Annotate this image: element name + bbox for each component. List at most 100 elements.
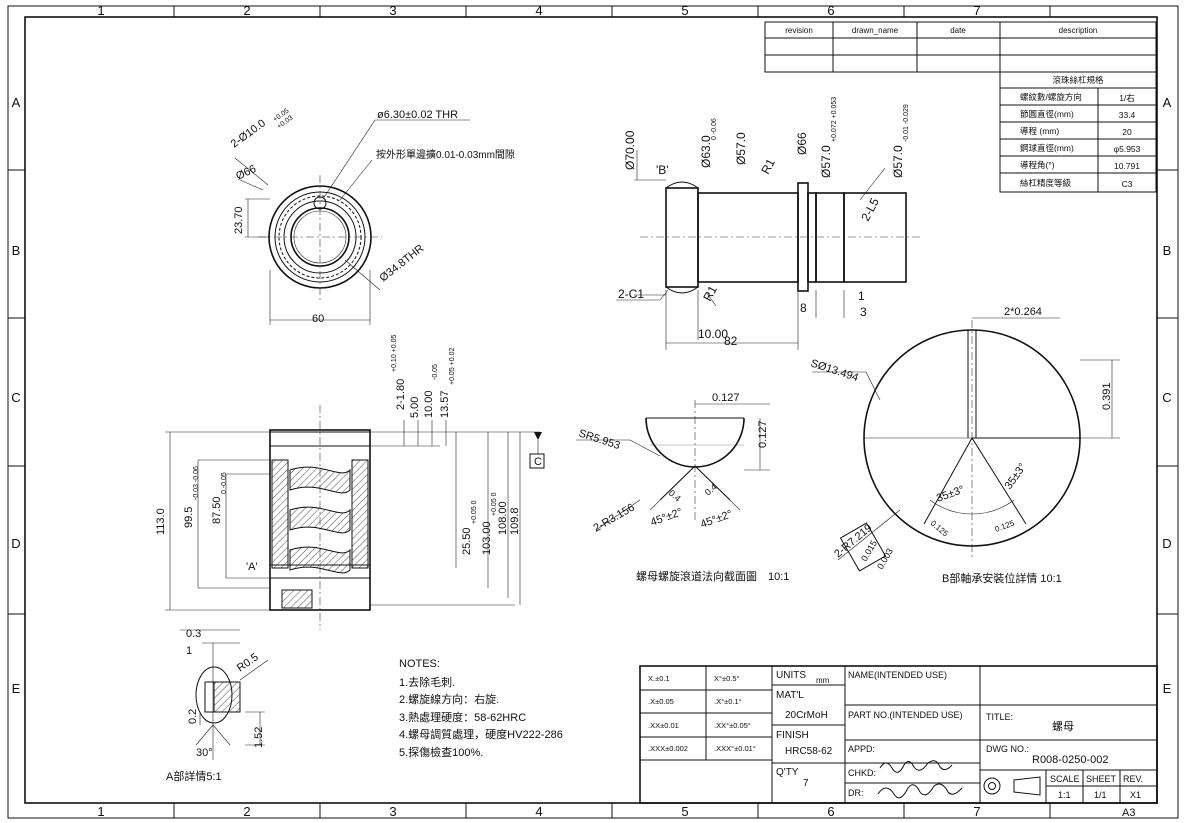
- detail-r05: R0.5: [235, 651, 261, 674]
- note-2: 2.螺旋線方向：右旋.: [399, 692, 499, 706]
- detail-d02: 0.2: [187, 709, 199, 724]
- tol-2-0: .XX±0.01: [648, 721, 679, 730]
- row-label-d-right: D: [1162, 536, 1171, 551]
- bearing-a35a: 35±3°: [935, 484, 966, 505]
- col-label-3: 3: [389, 3, 396, 18]
- part-label: PART NO.(INTENDED USE): [848, 710, 963, 720]
- col-label-5-bottom: 5: [681, 804, 688, 819]
- col-label-1-bottom: 1: [97, 804, 104, 819]
- title-value: 螺母: [1052, 720, 1074, 733]
- rev-header-description: description: [1059, 26, 1098, 35]
- qty-value: 7: [803, 778, 809, 789]
- side-len1: 1: [858, 289, 865, 303]
- revision-table: revision drawn_name date description: [764, 21, 1157, 73]
- detail-d152: 1.52: [253, 727, 265, 748]
- drawing-frame: 1 2 3 4 5 6 7 1 2 3 4 5 6 7 A B C D E A …: [7, 3, 1179, 819]
- row-label-e-right: E: [1163, 681, 1172, 696]
- col-label-2: 2: [243, 3, 250, 18]
- spec-title: 滾珠絲杠規格: [1052, 75, 1104, 85]
- rev-label: REV.: [1123, 774, 1143, 784]
- sec-d180: 2-1.80: [395, 379, 407, 410]
- col-label-4: 4: [535, 3, 542, 18]
- end-width: 60: [312, 313, 324, 325]
- row-label-a-right: A: [1163, 95, 1172, 110]
- col-label-6: 6: [827, 3, 834, 18]
- matl-label: MAT'L: [776, 690, 804, 701]
- spec-value-2: 20: [1122, 127, 1132, 137]
- bearing-w0264: 2*0.264: [1004, 306, 1042, 318]
- row-label-b-right: B: [1163, 243, 1172, 258]
- matl-value: 20CrMoH: [785, 710, 828, 721]
- side-r1b: R1: [700, 283, 720, 303]
- side-d63-tol: 0 -0.06: [711, 118, 718, 140]
- finish-label: FINISH: [776, 730, 809, 741]
- rev-value: X1: [1130, 790, 1141, 800]
- checker-signature: [879, 760, 953, 773]
- sec-d180-tol: +0.10 +0.05: [391, 335, 398, 372]
- bearing-s13494: SØ13.494: [809, 357, 860, 384]
- sec-h995: 99.5: [183, 507, 195, 528]
- groove-view: 0.127 0.127 SR5.953 2-R3.156 45°±2° 45°±…: [576, 392, 789, 583]
- bearing-tol0015: 0.015: [859, 538, 879, 563]
- groove-d04b: 0.4: [703, 482, 719, 498]
- bearing-r0125a: 0.125: [929, 519, 951, 539]
- drafter-signature: [877, 783, 963, 799]
- sec-d500: 5.00: [409, 397, 421, 418]
- title-block: X.±0.1 X°±0.5° .X±0.05 .X°±0.1° .XX±0.01…: [639, 665, 1158, 819]
- end-h2370: 23.70: [233, 206, 245, 234]
- detail-angle: 30°: [196, 747, 213, 759]
- row-label-c: C: [11, 390, 20, 405]
- dwg-value: R008-0250-002: [1032, 754, 1108, 766]
- side-len3: 3: [860, 305, 867, 319]
- col-label-4-bottom: 4: [535, 804, 542, 819]
- bearing-h0391: 0.391: [1101, 382, 1113, 410]
- side-d57c: Ø57.0: [891, 145, 905, 178]
- spec-value-5: C3: [1122, 179, 1133, 189]
- sec-h255-tol: +0.05 0: [471, 500, 478, 524]
- end-dia66: Ø66: [234, 163, 258, 183]
- col-label-6-bottom: 6: [827, 804, 834, 819]
- sec-h113: 113.0: [155, 508, 167, 535]
- sec-d1000-tol: -0.05: [432, 364, 439, 380]
- row-label-b: B: [12, 243, 21, 258]
- col-label-7: 7: [973, 3, 980, 18]
- spec-label-3: 鋼球直徑(mm): [1020, 143, 1074, 153]
- spec-label-2: 導程 (mm): [1020, 126, 1059, 136]
- bearing-view: 2*0.264 SØ13.494 0.391 35±3° 35±3° 0.125…: [809, 306, 1120, 585]
- side-d63: Ø63.0: [699, 135, 713, 168]
- sec-ref-a: 'A': [246, 561, 258, 573]
- dwg-label: DWG NO.:: [986, 744, 1029, 754]
- side-len82: 82: [724, 334, 738, 348]
- section-view: 2-1.80 +0.10 +0.05 5.00 10.00 -0.05 13.5…: [155, 335, 545, 630]
- sheet-size: A3: [1122, 807, 1135, 819]
- groove-sr: SR5.953: [577, 427, 621, 452]
- qty-label: Q'TY: [776, 767, 799, 778]
- sec-h255: 25.50: [461, 527, 473, 555]
- side-d57b: Ø57.0: [819, 145, 833, 178]
- side-ref-b: 'B': [656, 163, 669, 177]
- spec-value-0: 1/右: [1119, 93, 1135, 103]
- spec-value-1: 33.4: [1119, 110, 1136, 120]
- spec-value-3: φ5.953: [1114, 144, 1141, 154]
- col-label-5: 5: [681, 3, 688, 18]
- note-3: 3.熱處理硬度：58-62HRC: [399, 710, 526, 724]
- sec-h875-tol: 0 -0.05: [221, 472, 228, 494]
- end-hole-dim: ø6.30±0.02 THR: [377, 109, 458, 121]
- note-5: 5.探傷檢查100%.: [399, 745, 483, 759]
- bearing-caption: B部軸承安裝位詳情 10:1: [942, 571, 1062, 585]
- end-thread: Ø34.8THR: [377, 243, 426, 285]
- row-label-d: D: [11, 536, 20, 551]
- tol-0-0: X.±0.1: [648, 674, 670, 683]
- sec-h108: 108.00: [497, 501, 509, 535]
- sheet-label: SHEET: [1086, 774, 1117, 784]
- finish-value: HRC58-62: [785, 746, 833, 757]
- detail-d1: 1: [186, 645, 192, 657]
- chkd-label: CHKD:: [848, 768, 876, 778]
- tol-1-1: .X°±0.1°: [714, 697, 742, 706]
- notes-title: NOTES:: [399, 658, 440, 670]
- notes: NOTES: 1.去除毛刺. 2.螺旋線方向：右旋. 3.熱處理硬度：58-62…: [399, 658, 563, 759]
- tol-1-0: .X±0.05: [648, 697, 674, 706]
- groove-angle2: 45°±2°: [699, 508, 734, 531]
- spec-value-4: 10.791: [1114, 161, 1140, 171]
